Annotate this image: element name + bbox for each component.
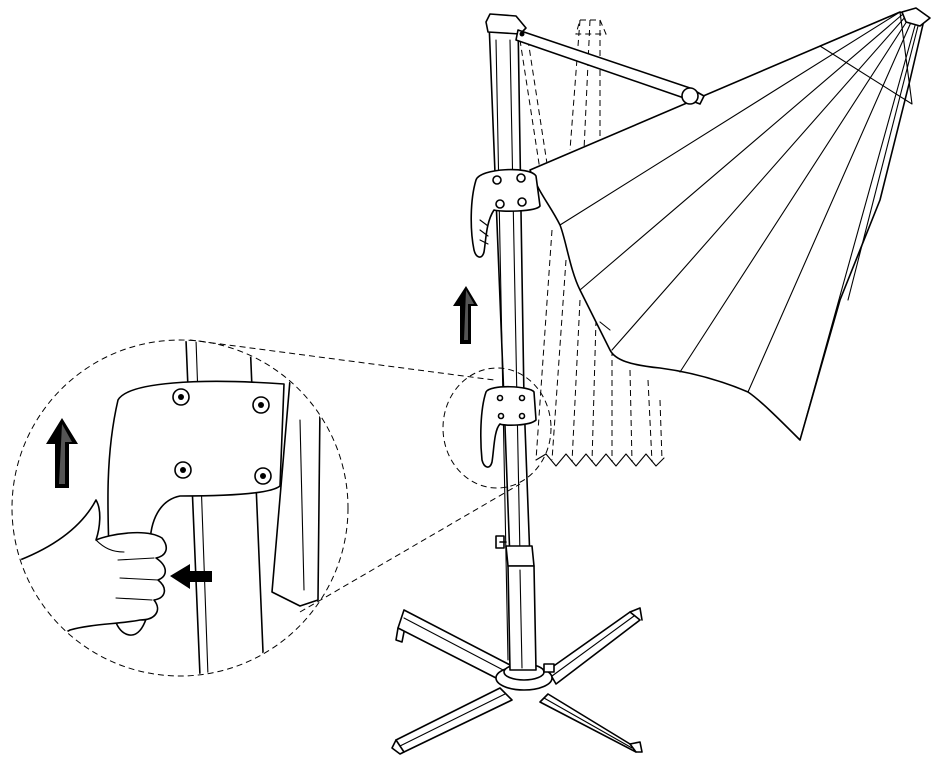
umbrella-canopy (529, 7, 931, 441)
pole (485, 13, 537, 671)
callout-line-bottom (299, 483, 521, 613)
detail-source-circle (442, 367, 552, 489)
magnified-detail-view (11, 339, 349, 677)
up-arrow-icon (46, 418, 78, 488)
crank-handle (470, 168, 541, 258)
callout-line-top (189, 339, 495, 381)
cross-base (391, 607, 643, 755)
lowered-position-ghost (519, 19, 665, 467)
lock-knob (495, 535, 507, 549)
upper-arm-brace (515, 29, 705, 105)
left-arrow-icon (170, 564, 212, 589)
up-arrow-icon (453, 286, 478, 344)
